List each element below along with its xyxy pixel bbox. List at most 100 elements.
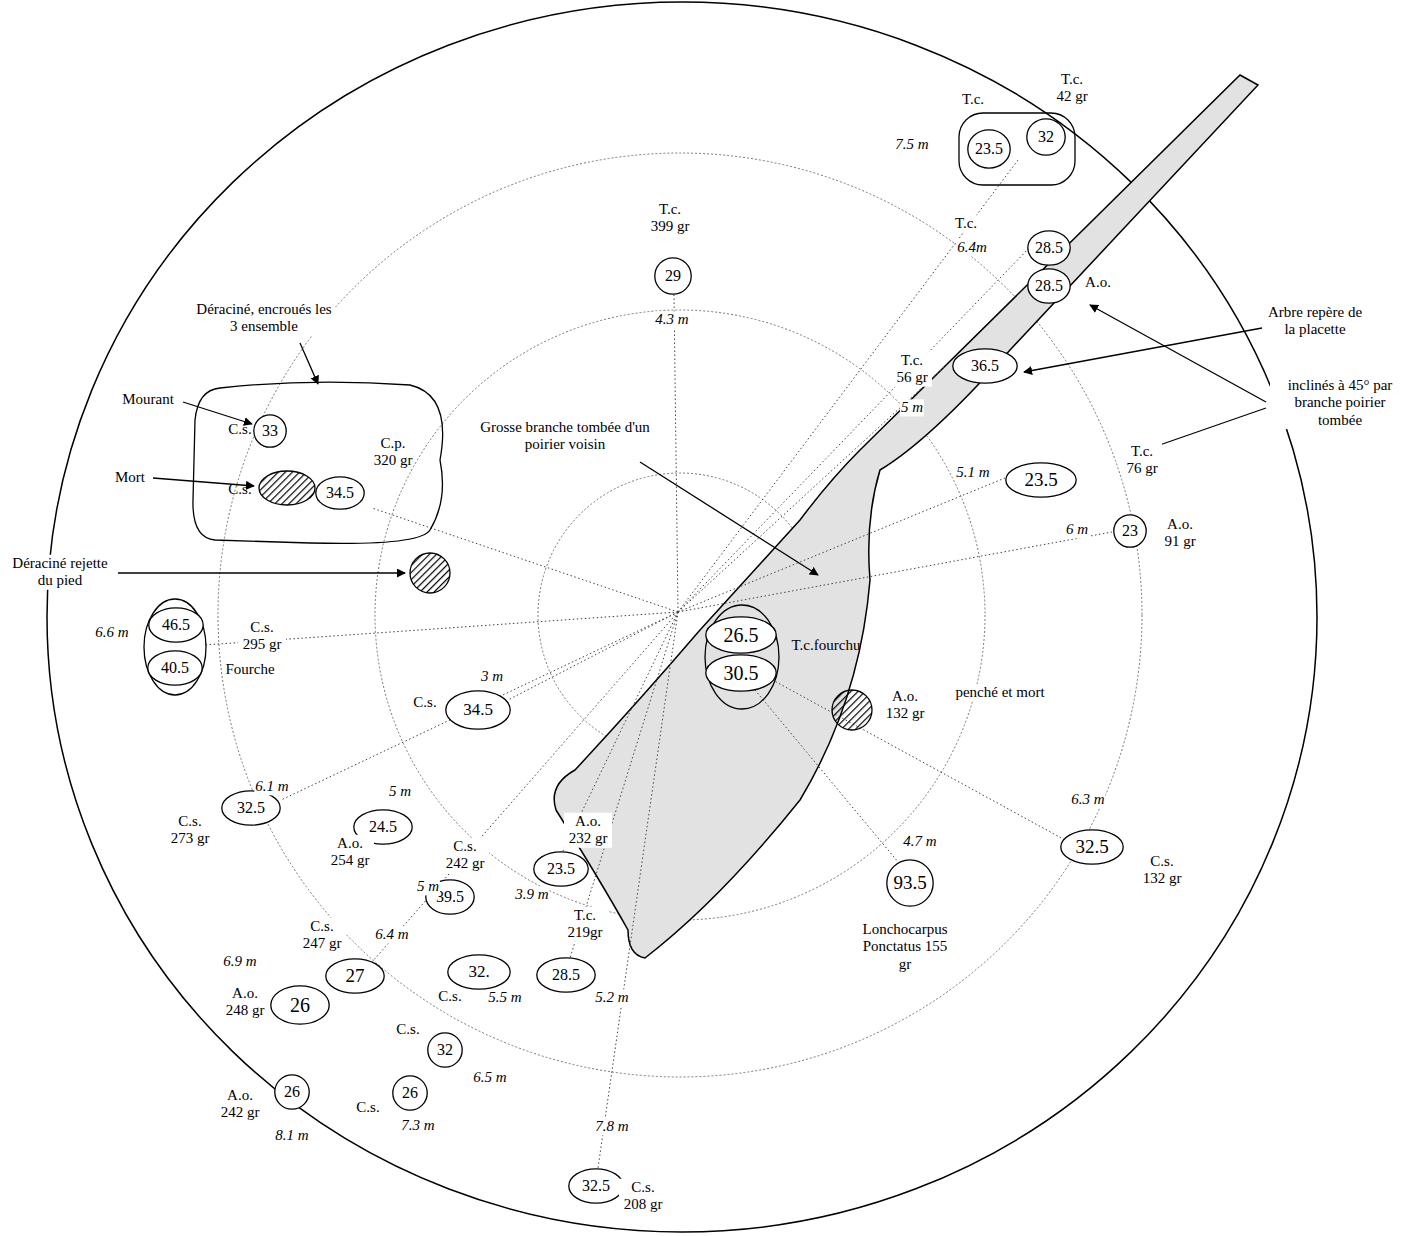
tree-circle: 26 [270, 985, 330, 1025]
note-label: C.s. [412, 694, 437, 711]
tree-circle: 23.5 [533, 851, 589, 887]
tree-group: T.c.T.c. 42 gr23.532 [958, 112, 1076, 186]
diameter-number: 24.5 [369, 818, 397, 836]
note-label: Grosse branche tombée d'un poirier voisi… [479, 419, 651, 454]
note-label: penché et mort [954, 684, 1045, 701]
distance-label: 8.1 m [274, 1127, 309, 1144]
diameter-number: 34.5 [463, 700, 493, 720]
distance-label: 6.9 m [222, 953, 257, 970]
note-label: C.s. 295 gr [238, 619, 286, 654]
tree-circle: 33 [253, 414, 287, 448]
tree-circle: 26.5 [705, 616, 777, 654]
note-label: T.c. 399 gr [646, 201, 694, 236]
diameter-number: 27 [346, 965, 365, 987]
distance-line [678, 478, 1005, 612]
tree-outline-shape [1027, 119, 1065, 155]
tree-group: C.s.C.s.C.p. 320 gr3334.5 [190, 380, 446, 546]
tree-outline-shape [316, 477, 364, 509]
tree-circle: 34.5 [445, 690, 511, 730]
group-outline-shape [705, 605, 779, 709]
note-label: A.o. 254 gr [326, 835, 374, 870]
tree-circle: 23.5 [1005, 462, 1077, 498]
tree-outline-shape [1006, 463, 1076, 497]
distance-lines [204, 160, 1112, 1168]
tree-outline-shape [887, 860, 933, 906]
note-label: C.s. [355, 1099, 380, 1116]
tree-outline-shape [537, 958, 595, 992]
tree-circle: 40.5 [147, 650, 203, 686]
note-label: Mort [114, 469, 146, 486]
tree-circle: 32. [447, 954, 511, 990]
distance-line [372, 508, 678, 612]
distance-label: 7.5 m [894, 136, 929, 153]
diameter-number: 39.5 [436, 888, 464, 906]
callout-arrow [300, 343, 318, 384]
group-outline-shape [144, 599, 206, 695]
diameter-number: 28.5 [552, 966, 580, 984]
distance-label: 3.9 m [514, 886, 549, 903]
distance-label: 6.1 m [254, 778, 289, 795]
note-label: T.c. 56 gr [892, 352, 932, 387]
distance-label: 5.1 m [955, 464, 990, 481]
note-label: Déraciné rejette du pied [7, 555, 114, 590]
distance-line [372, 612, 678, 962]
distance-label: 6.4m [956, 239, 988, 256]
tree-outline-shape [448, 955, 510, 989]
callout-arrows [118, 305, 1266, 575]
group-outline-shape [959, 113, 1075, 185]
tree-circle: 32 [427, 1032, 463, 1068]
note-label: A.o. 232 gr [564, 813, 612, 848]
callout-arrow [183, 402, 252, 424]
note-label: T.c. 219gr [561, 907, 609, 942]
tree-outline-shape [1114, 515, 1146, 547]
distance-line [678, 160, 1018, 612]
tree-circle: 26 [274, 1074, 310, 1110]
species-label: C.s. [228, 421, 251, 438]
distance-line [281, 612, 678, 800]
note-label: Déraciné, encroués les 3 ensemble [193, 301, 335, 336]
diameter-number: 32.5 [237, 799, 265, 817]
distance-label: 5.5 m [487, 989, 522, 1006]
note-label: C.s. 208 gr [619, 1179, 667, 1214]
diameter-number: 32 [437, 1041, 453, 1059]
note-label: C.s. [437, 988, 462, 1005]
diameter-number: 26.5 [724, 624, 759, 647]
species-label: Fourche [225, 661, 274, 678]
species-label: C.p. 320 gr [373, 435, 413, 470]
diameter-number: 26 [290, 994, 310, 1017]
note-label: T.c. 76 gr [1122, 443, 1162, 478]
tree-circle: 36.5 [952, 348, 1018, 384]
tree-outline-shape [706, 617, 776, 653]
tree-circle: 28.5 [536, 957, 596, 993]
tree-outline-shape [222, 791, 280, 825]
distance-label: 4.7 m [902, 833, 937, 850]
distance-line [678, 360, 952, 612]
diameter-number: 36.5 [971, 357, 999, 375]
distance-label: 5 m [416, 878, 440, 895]
note-label: inclinés à 45° par branche poirier tombé… [1270, 377, 1410, 429]
distance-label: 7.3 m [400, 1117, 435, 1134]
species-label: C.s. [228, 481, 251, 498]
species-label: T.c. 42 gr [1053, 71, 1091, 106]
note-label: C.s. [395, 1021, 420, 1038]
diameter-number: 32. [468, 962, 489, 982]
note-label: C.s. 132 gr [1138, 853, 1186, 888]
tree-circle: 32 [1026, 118, 1066, 156]
radius-circle [218, 153, 1142, 1077]
note-label: Arbre repère de la placette [1264, 304, 1366, 339]
distance-label: 6.5 m [472, 1069, 507, 1086]
tree-group: Fourche46.540.5 [143, 598, 207, 696]
note-label: C.s. 247 gr [298, 918, 346, 953]
dead-tree [259, 471, 315, 505]
plot-boundary [47, 2, 1317, 1232]
tree-outline-shape [1061, 830, 1123, 864]
distance-line [678, 532, 1112, 612]
distance-line [758, 672, 1065, 840]
fallen-branch [554, 75, 1258, 958]
tree-circle: 28.5 [1027, 230, 1071, 266]
distance-line [755, 690, 898, 862]
tree-circle: 23.5 [967, 129, 1011, 169]
tree-circle: 93.5 [886, 859, 934, 907]
distance-line [674, 295, 678, 612]
